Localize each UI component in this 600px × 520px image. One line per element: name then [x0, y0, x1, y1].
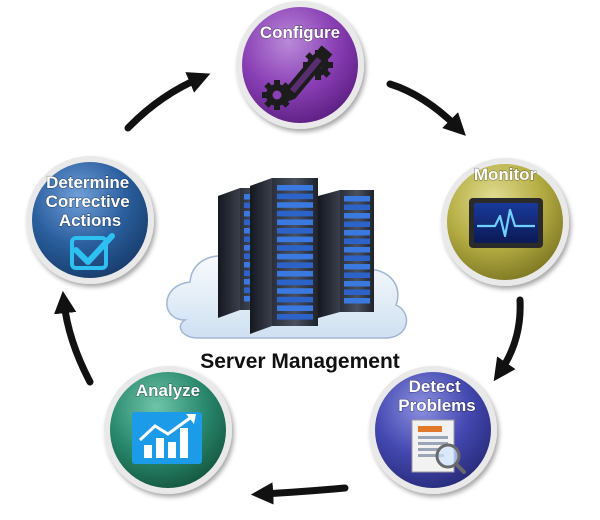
rack-mid-slot: [277, 271, 313, 277]
rack-mid-slot: [277, 210, 313, 217]
node-monitor-label-line-1: Monitor: [474, 165, 537, 184]
rack-mid-slot: [277, 262, 313, 268]
rack-mid-slot: [277, 236, 313, 243]
rack-right-slot: [344, 255, 370, 261]
node-configure[interactable]: Configure: [236, 1, 364, 129]
arrow-configure-to-monitor: [386, 80, 466, 136]
node-analyze[interactable]: Analyze: [104, 366, 232, 494]
rack-mid-slot: [277, 305, 313, 311]
node-monitor[interactable]: Monitor: [441, 158, 569, 286]
rack-right-slot: [344, 238, 370, 244]
rack-right-slot: [344, 281, 370, 287]
rack-right-slot: [344, 196, 370, 202]
node-detect-problems[interactable]: Detect Problems: [369, 366, 497, 494]
rack-mid-slot: [277, 185, 313, 191]
rack-mid-slot: [277, 279, 313, 286]
node-monitor-label: Monitor: [474, 165, 537, 184]
node-detect-label-line-1: Detect: [409, 377, 461, 396]
arrow-analyze-to-determine: [54, 290, 94, 386]
bar-chart-trend-icon: [132, 412, 202, 464]
rack-right-slot: [344, 289, 370, 295]
node-analyze-label-line-1: Analyze: [136, 381, 200, 400]
rack-mid-slot: [277, 296, 313, 303]
server-rack-cloud-icon: [166, 178, 408, 339]
node-detect-label-line-2: Problems: [398, 396, 475, 415]
rack-mid-slot: [277, 202, 313, 208]
node-analyze-label: Analyze: [136, 381, 200, 400]
checkmark-icon: [70, 233, 115, 270]
node-configure-label-line-1: Configure: [260, 23, 340, 42]
rack-mid-slot: [277, 193, 313, 200]
rack-right-slot: [344, 264, 370, 270]
rack-right-slot: [344, 272, 370, 278]
node-determine-label-line-1: Determine: [46, 173, 129, 192]
node-determine-corrective-actions[interactable]: Determine Corrective Actions: [26, 156, 154, 284]
arrow-determine-to-configure: [124, 72, 211, 132]
node-determine-label: Determine Corrective Actions: [46, 173, 135, 230]
node-detect-label: Detect Problems: [398, 377, 475, 415]
rack-right-slot: [344, 213, 370, 219]
node-configure-label: Configure: [260, 23, 340, 42]
server-rack-middle: [250, 178, 318, 334]
rack-mid-slot: [277, 314, 313, 320]
node-determine-label-line-3: Actions: [59, 211, 121, 230]
monitor-heartbeat-icon: [469, 198, 543, 248]
rack-mid-slot: [277, 288, 313, 294]
rack-right-slot: [344, 230, 370, 236]
rack-mid-slot: [277, 228, 313, 234]
center-server-group: Server Management: [166, 178, 408, 373]
arrow-monitor-to-detect: [493, 296, 524, 382]
pencil-gears-icon: [262, 45, 333, 110]
rack-mid-slot: [277, 245, 313, 251]
rack-right-slot: [344, 247, 370, 253]
rack-mid-slot: [277, 219, 313, 225]
rack-right-slot: [344, 221, 370, 227]
arrow-detect-to-analyze: [250, 482, 349, 505]
document-magnifier-icon: [411, 419, 466, 474]
rack-mid-slot: [277, 253, 313, 260]
cycle-arrows: [54, 72, 524, 505]
rack-right-slot: [344, 204, 370, 210]
rack-right-slot: [344, 298, 370, 304]
server-rack-right: [318, 190, 374, 318]
center-label: Server Management: [200, 350, 400, 373]
node-determine-label-line-2: Corrective: [46, 192, 130, 211]
